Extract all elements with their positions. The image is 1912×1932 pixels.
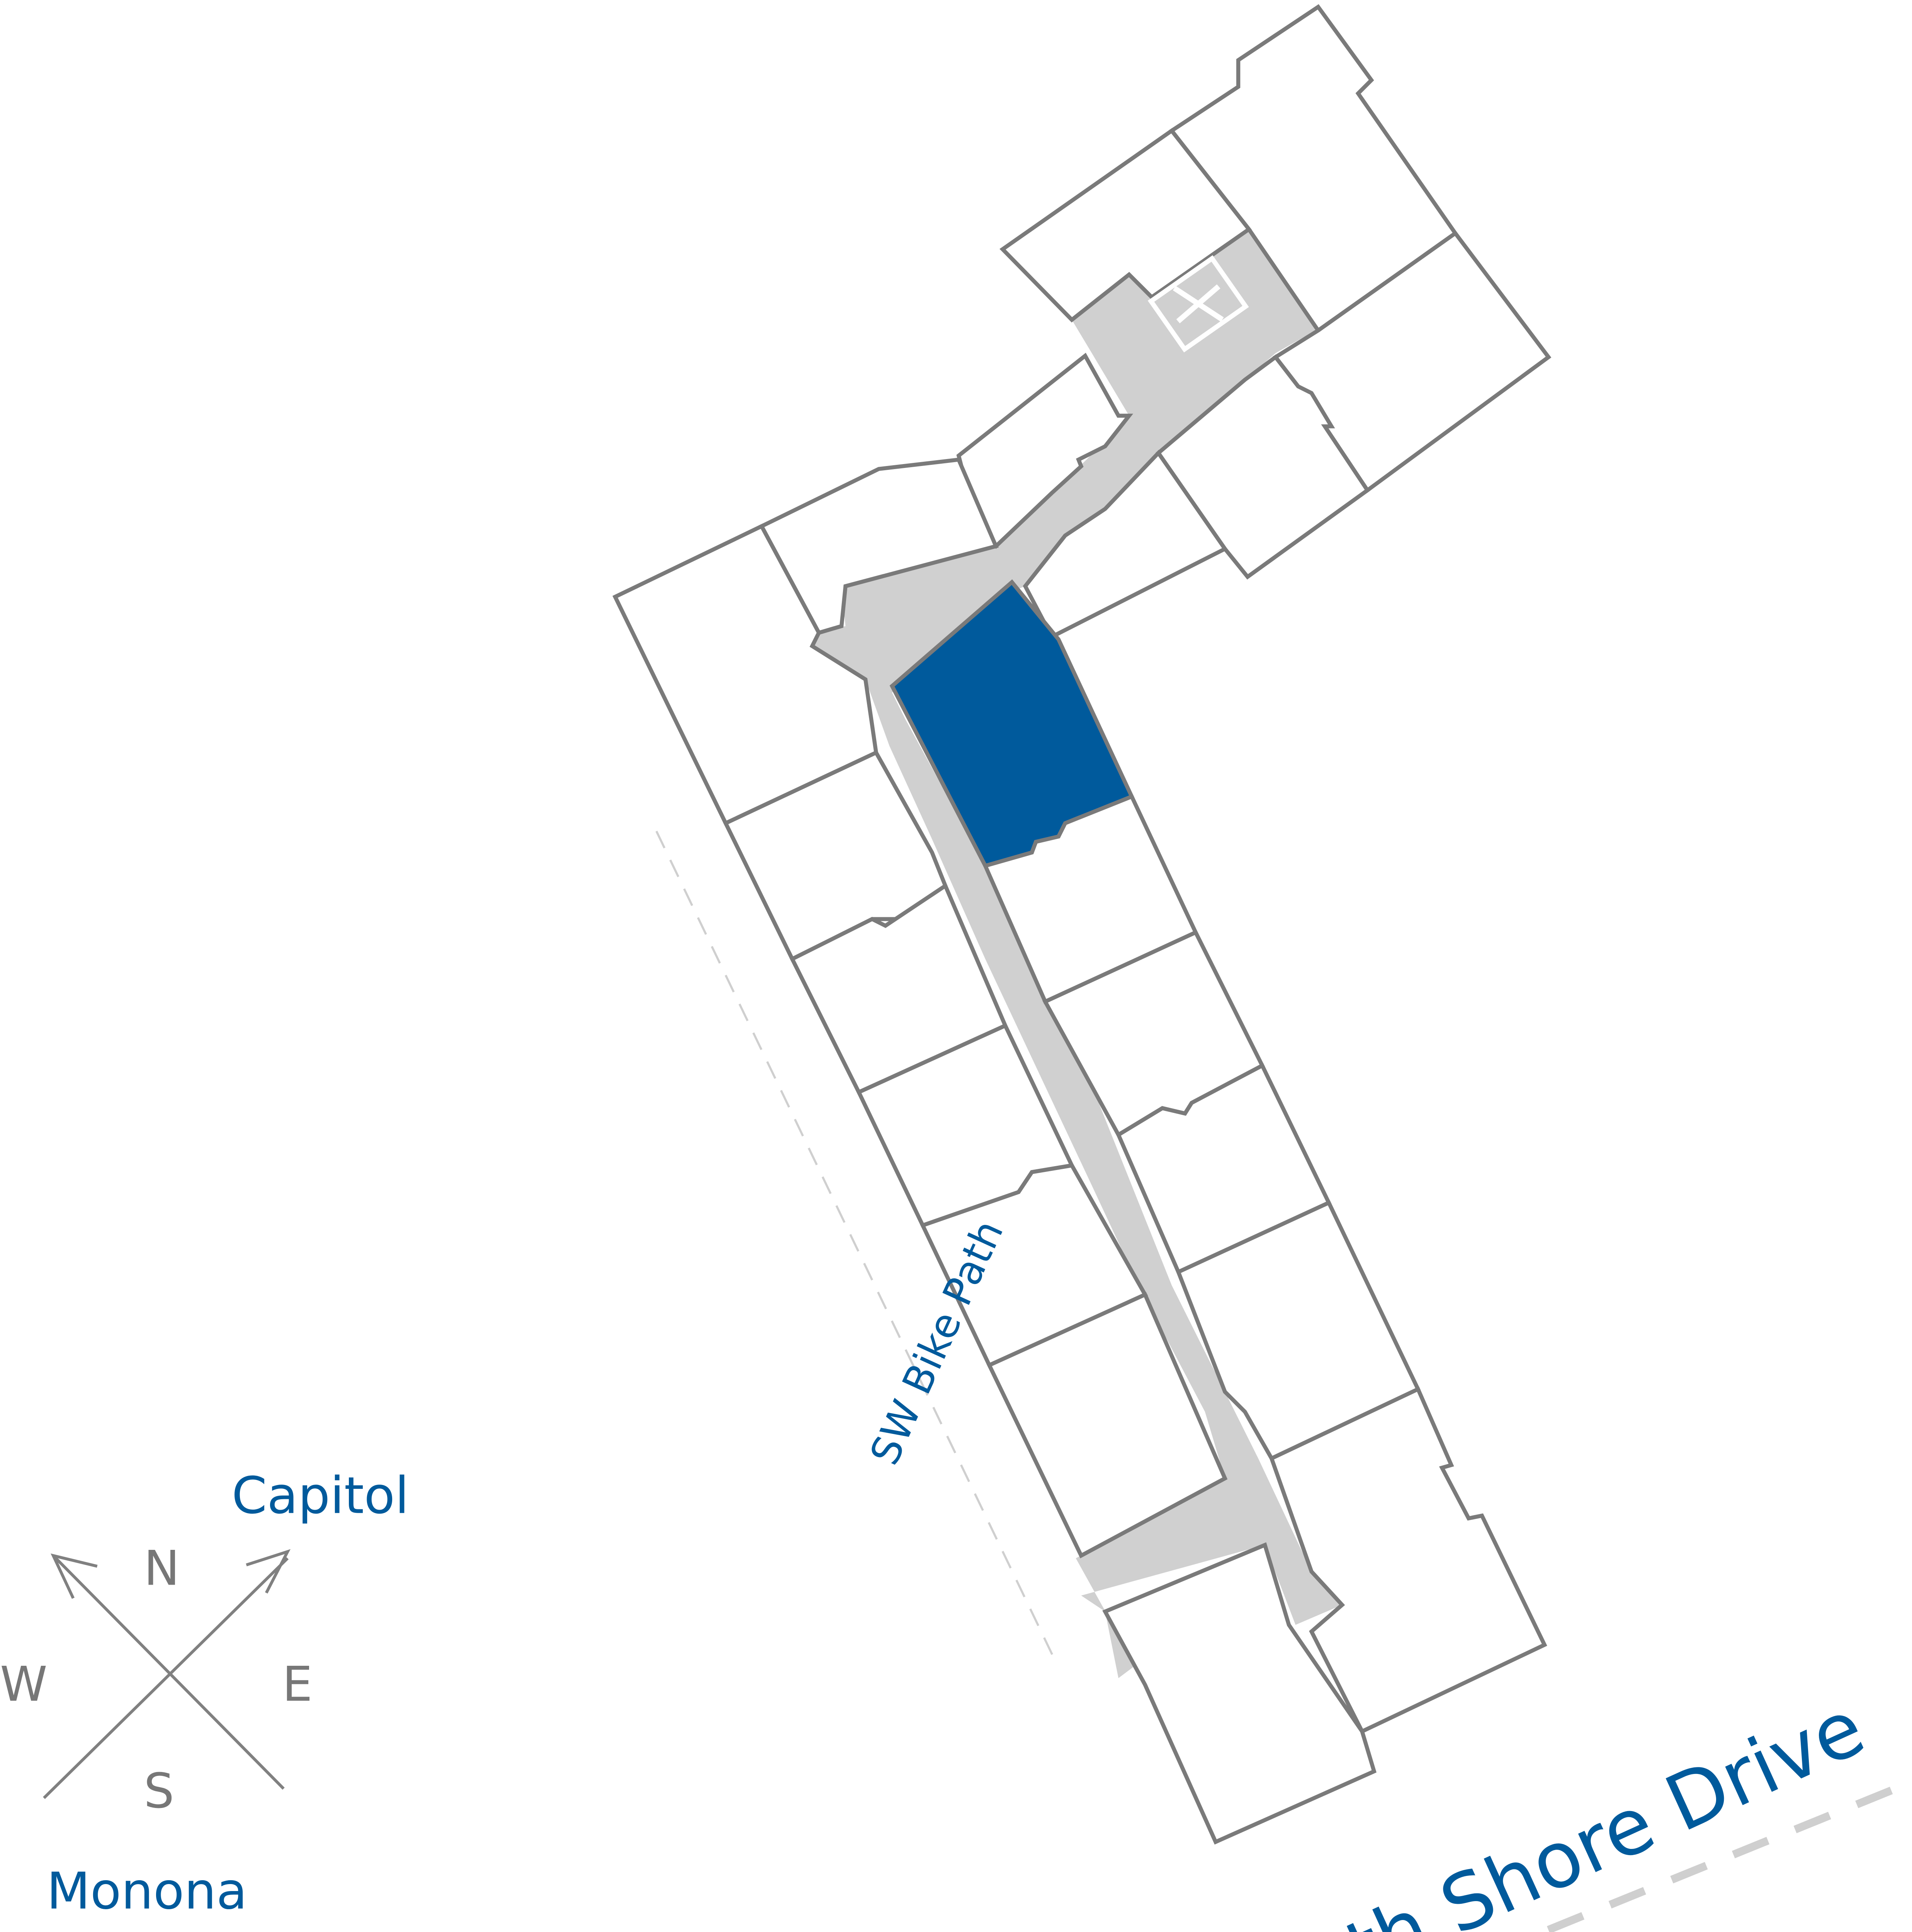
- compass-line-ne: [43, 1557, 289, 1799]
- arrow-ne-icon: [246, 1549, 291, 1594]
- arrow-nw-icon: [51, 1553, 98, 1599]
- compass: N W E S Capitol Monona Bay: [0, 1466, 409, 1921]
- compass-line-nw: [52, 1554, 285, 1790]
- elevator-x-icon: [1147, 255, 1249, 353]
- unit-north-west-2[interactable]: [759, 457, 999, 635]
- unit-north-top[interactable]: [1169, 4, 1458, 333]
- unit-east-5[interactable]: [1269, 1386, 1547, 1734]
- compass-s: S: [144, 1763, 174, 1819]
- corridor: [812, 229, 1342, 1678]
- bike-path-line: [655, 830, 1057, 1663]
- unit-east-mid[interactable]: [1156, 354, 1370, 580]
- compass-n: N: [144, 1541, 180, 1597]
- unit-west-6[interactable]: [986, 1292, 1228, 1559]
- compass-w: W: [0, 1657, 48, 1713]
- unit-south[interactable]: [1102, 1542, 1377, 1845]
- capitol-label: Capitol: [232, 1466, 409, 1525]
- unit-north-left[interactable]: [999, 128, 1252, 323]
- compass-e: E: [282, 1657, 313, 1713]
- units: [612, 4, 1552, 1845]
- monona-label-line1: Monona: [47, 1861, 247, 1920]
